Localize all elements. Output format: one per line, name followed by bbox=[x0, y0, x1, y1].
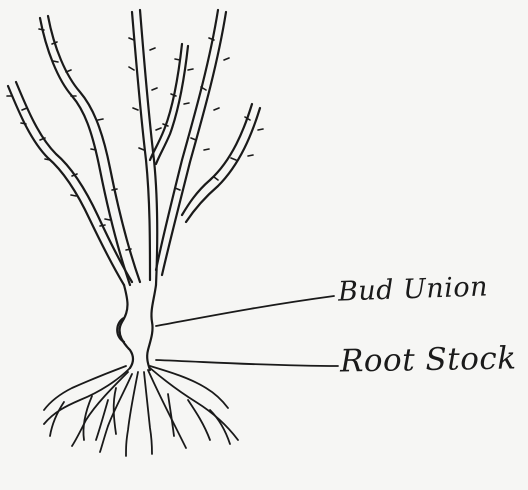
root-stock-label: Root Stock bbox=[340, 340, 517, 379]
pointer-lines bbox=[156, 296, 338, 366]
roots bbox=[44, 366, 238, 456]
stems bbox=[8, 10, 260, 370]
bud-union-pointer bbox=[156, 296, 334, 326]
root-stock-pointer bbox=[156, 360, 338, 366]
bud-union-label: Bud Union bbox=[338, 271, 489, 307]
